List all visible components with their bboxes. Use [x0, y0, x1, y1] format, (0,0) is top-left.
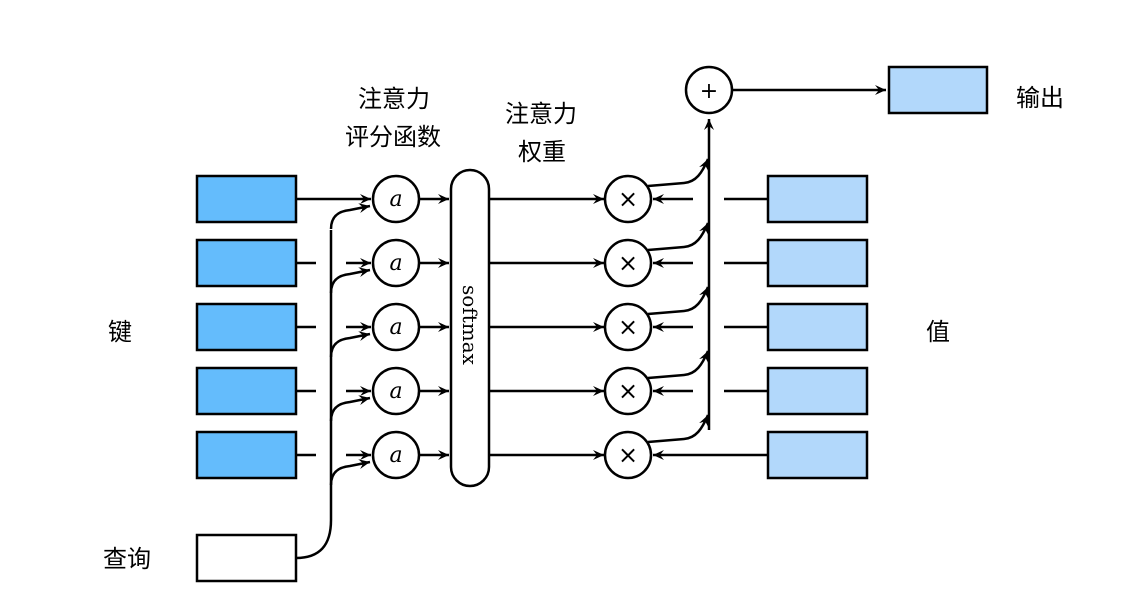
query-box	[195, 533, 298, 583]
value-box	[766, 302, 869, 352]
query-label: 查询	[103, 545, 151, 573]
attention-weights-label-line1: 注意力	[505, 100, 577, 128]
key-box	[195, 430, 298, 480]
score-symbol: a	[389, 187, 402, 212]
multiply-icon: ×	[618, 249, 638, 277]
multiply-node	[603, 302, 653, 352]
score-symbol: a	[389, 443, 402, 468]
multiply-node	[603, 366, 653, 416]
score-function-label-line2: 评分函数	[345, 123, 441, 151]
multiply-node	[603, 430, 653, 480]
value-box	[766, 174, 869, 224]
query-bus	[295, 230, 333, 560]
query-branch	[329, 331, 371, 358]
product-to-sum-arrow	[647, 158, 710, 188]
key-box	[195, 174, 298, 224]
query-branch	[329, 203, 371, 230]
key-box	[195, 238, 298, 288]
softmax-label: softmax	[458, 285, 482, 366]
product-to-sum-arrow	[647, 350, 710, 380]
value-box	[766, 366, 869, 416]
product-to-sum-arrow	[647, 414, 710, 444]
output-box	[887, 65, 989, 115]
multiply-icon: ×	[618, 313, 638, 341]
output-label: 输出	[1016, 84, 1064, 112]
score-symbol: a	[389, 251, 402, 276]
score-symbol: a	[389, 315, 402, 340]
add-icon: +	[700, 79, 718, 104]
query-branch	[329, 267, 371, 294]
multiply-icon: ×	[618, 185, 638, 213]
attention-weights-label-line2: 权重	[518, 138, 566, 166]
softmax-block	[449, 168, 491, 488]
product-to-sum-arrow	[647, 222, 710, 252]
values-label: 值	[926, 318, 950, 346]
score-symbol: a	[389, 379, 402, 404]
key-box	[195, 302, 298, 352]
multiply-node	[603, 174, 653, 224]
value-box	[766, 430, 869, 480]
multiply-icon: ×	[618, 377, 638, 405]
multiply-icon: ×	[618, 441, 638, 469]
score-function-label-line1: 注意力	[358, 85, 430, 113]
key-box	[195, 366, 298, 416]
query-branch	[329, 459, 371, 486]
keys-label: 键	[108, 318, 132, 346]
multiply-node	[603, 238, 653, 288]
query-branch	[329, 395, 371, 422]
product-to-sum-arrow	[647, 286, 710, 316]
value-box	[766, 238, 869, 288]
